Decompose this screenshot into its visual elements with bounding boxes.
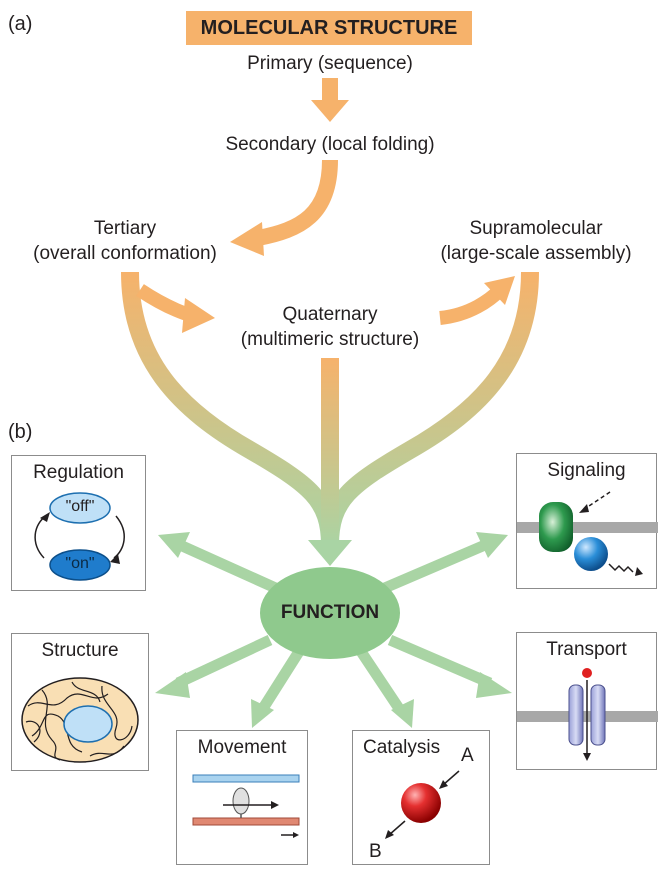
secondary-level: Secondary (local folding) xyxy=(225,134,435,155)
supramolecular-title: Supramolecular xyxy=(469,218,603,239)
transport-illustration xyxy=(517,668,658,761)
catalysis-illustration xyxy=(385,770,460,839)
tertiary-level: Tertiary (overall conformation) xyxy=(0,216,250,266)
membrane xyxy=(517,522,658,533)
regulation-cycle xyxy=(34,492,125,581)
transport-title: Transport xyxy=(546,639,627,660)
regulation-box: Regulation "off" "on" xyxy=(11,455,146,591)
structure-illustration xyxy=(21,677,139,763)
molecular-structure-header: MOLECULAR STRUCTURE xyxy=(186,11,472,45)
signaling-box: Signaling xyxy=(516,453,658,589)
structure-title: Structure xyxy=(41,640,119,661)
primary-level: Primary (sequence) xyxy=(247,53,413,74)
catalysis-box: Catalysis A B xyxy=(352,730,490,865)
movement-illustration xyxy=(192,774,300,838)
cycle-arrow-left xyxy=(34,515,47,559)
tertiary-subtitle: (overall conformation) xyxy=(33,243,217,264)
substrate-arrow xyxy=(442,770,460,786)
structure-box: Structure xyxy=(11,633,149,771)
on-label: "on" xyxy=(65,555,95,572)
quaternary-title: Quaternary xyxy=(282,304,378,325)
transport-box: Transport xyxy=(516,632,658,770)
channel-left xyxy=(568,684,584,746)
transported-molecule xyxy=(582,668,592,678)
secondary-to-tertiary-arrow xyxy=(256,159,338,246)
signal-protein xyxy=(574,537,608,571)
tertiary-title: Tertiary xyxy=(93,218,157,239)
ligand-arrow xyxy=(582,491,611,511)
catalysis-title: Catalysis xyxy=(363,737,441,758)
function-hub xyxy=(260,567,400,659)
product-arrow xyxy=(388,820,406,836)
movement-box: Movement xyxy=(176,730,308,865)
quaternary-subtitle: (multimeric structure) xyxy=(240,329,420,350)
receptor xyxy=(539,502,573,552)
channel-right xyxy=(590,684,606,746)
substrate-label: A xyxy=(461,745,474,766)
enzyme xyxy=(401,783,441,823)
movement-title: Movement xyxy=(197,737,287,758)
supramolecular-level: Supramolecular (large-scale assembly) xyxy=(416,216,656,266)
cytoskeleton-filaments xyxy=(25,681,133,761)
motor-protein xyxy=(232,787,250,815)
supramolecular-subtitle: (large-scale assembly) xyxy=(440,243,632,264)
function-arrows xyxy=(175,539,493,714)
quaternary-flow-band xyxy=(321,358,339,548)
quaternary-level: Quaternary (multimeric structure) xyxy=(200,302,460,352)
quaternary-to-supramolecular-arrow xyxy=(484,276,515,305)
upper-filament xyxy=(192,774,300,783)
on-state xyxy=(49,549,111,581)
primary-to-secondary-arrow xyxy=(311,78,349,122)
off-label: "off" xyxy=(65,498,95,515)
regulation-title: Regulation xyxy=(33,462,124,483)
product-label: B xyxy=(369,841,382,862)
panel-a-label: (a) xyxy=(8,13,33,35)
tertiary-to-quaternary-arrow xyxy=(182,298,215,333)
panel-b-label: (b) xyxy=(8,421,33,443)
nucleus xyxy=(63,705,113,743)
off-state xyxy=(49,492,111,524)
cycle-arrow-right xyxy=(113,515,125,559)
function-label: FUNCTION xyxy=(280,602,380,623)
signaling-illustration xyxy=(517,491,658,576)
lower-filament xyxy=(192,817,300,826)
flow-arrowhead xyxy=(308,540,352,566)
signaling-title: Signaling xyxy=(547,460,626,481)
signal-output xyxy=(608,563,634,573)
